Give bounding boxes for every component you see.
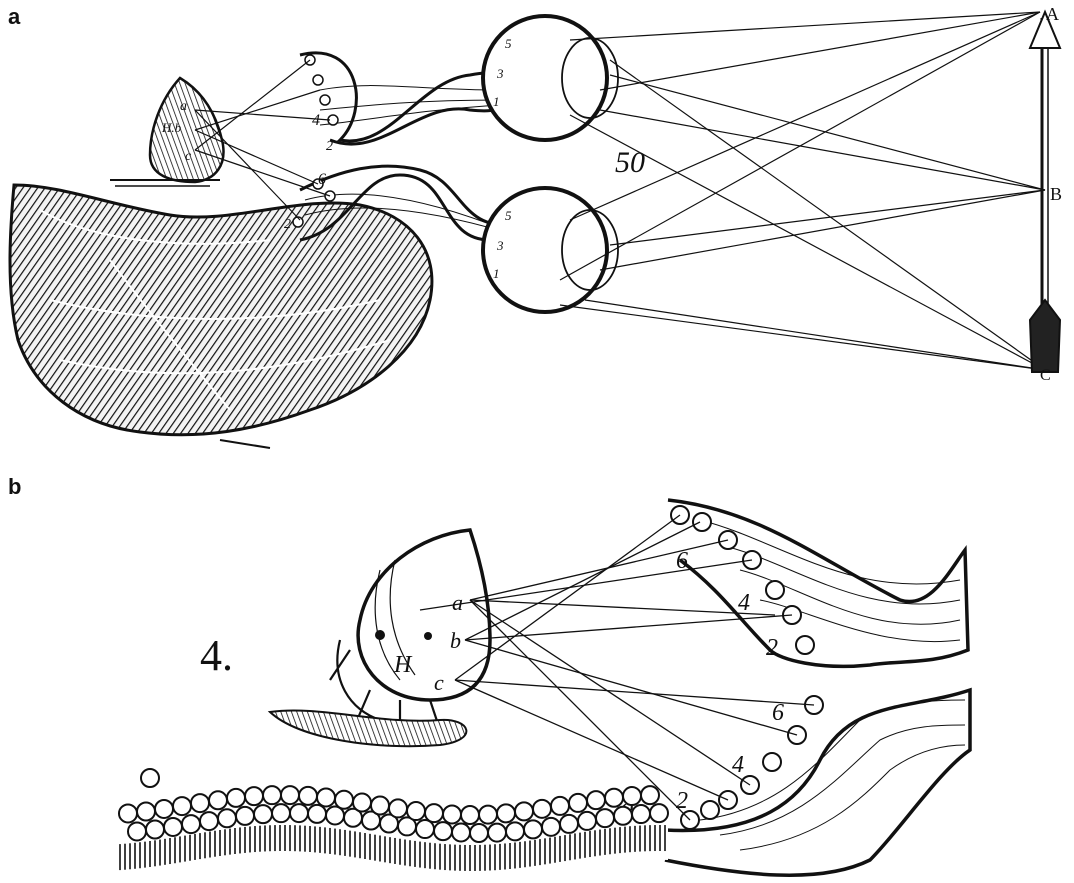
brain-cell: [182, 815, 200, 833]
brain-cell: [461, 806, 479, 824]
brain-cell: [290, 804, 308, 822]
brain-cell: [641, 786, 659, 804]
brain-cell: [119, 804, 137, 822]
brain-cell: [578, 812, 596, 830]
eye-number-5-lower: 5: [505, 208, 512, 223]
brain-cell: [245, 787, 263, 805]
brain-cell: [452, 823, 470, 841]
gland-dot: [375, 630, 385, 640]
brain-cell: [560, 815, 578, 833]
brain-cell: [263, 786, 281, 804]
brain-cell: [605, 789, 623, 807]
brain-cell: [371, 797, 389, 815]
brain-cell: [479, 806, 497, 824]
brain-cell: [542, 818, 560, 836]
gland-dot-2: [424, 632, 432, 640]
figure-number-a: 50: [615, 146, 645, 179]
brain-cell: [227, 789, 245, 807]
brain-cell: [389, 799, 407, 817]
lower-nerve-number-2-b: 2: [676, 788, 688, 814]
brain-cell: [443, 805, 461, 823]
brain-cell: [596, 809, 614, 827]
optic-nerve-upper-b: 6 4 2: [668, 500, 968, 666]
brain-cell: [425, 804, 443, 822]
brain-cell: [155, 800, 173, 818]
brain-cell: [497, 804, 515, 822]
nerve-number-4: 4: [312, 112, 320, 129]
brain-cell: [470, 824, 488, 842]
brain-cell: [551, 797, 569, 815]
eye-upper: 5 3 1: [483, 16, 618, 140]
pineal-gland-a: a H.b c: [110, 78, 223, 186]
gland-point-c: c: [185, 149, 192, 164]
gland-point-a-b: a: [452, 590, 463, 615]
brain-cell: [434, 822, 452, 840]
brain-cell: [587, 791, 605, 809]
brain-cell: [533, 800, 551, 818]
gland-point-a: a: [180, 99, 187, 114]
brain-cell-row: [118, 769, 668, 871]
lower-nerve-number-2: 2: [284, 217, 291, 232]
brain-cell: [317, 788, 335, 806]
figure-number-b: 4.: [200, 631, 233, 680]
brain-cell: [191, 794, 209, 812]
brain-cell: [506, 822, 524, 840]
upper-nerve-number-4: 4: [738, 590, 750, 616]
gland-label: H.b: [161, 120, 182, 135]
brain-cell: [254, 805, 272, 823]
brain-cell: [164, 818, 182, 836]
brain-cell: [569, 794, 587, 812]
brain-cell: [308, 805, 326, 823]
brain-cell: [515, 802, 533, 820]
brain-cell: [200, 812, 218, 830]
brain-cell: [353, 794, 371, 812]
brain-cell: [650, 804, 668, 822]
eye-number-1-lower: 1: [493, 266, 500, 281]
brain-cell: [281, 786, 299, 804]
eye-number-3: 3: [496, 66, 504, 81]
pineal-gland-b: a H b c: [270, 530, 490, 746]
optic-nerve-lower-b: 6 4 2 8: [622, 690, 970, 875]
brain-cell: [524, 820, 542, 838]
brain-cell: [173, 797, 191, 815]
lower-nerve-number-6: 6: [318, 171, 326, 188]
gland-point-c-b: c: [434, 670, 444, 695]
brain-cell: [236, 807, 254, 825]
eye-number-5: 5: [505, 36, 512, 51]
optic-nerve-upper: 4 2: [300, 53, 505, 154]
brain-cell: [218, 809, 236, 827]
point-C: C: [1040, 367, 1051, 384]
eye-lower: 5 3 1: [483, 188, 618, 312]
brain-cell: [335, 791, 353, 809]
brain-cell: [272, 804, 290, 822]
eye-number-1: 1: [493, 94, 500, 109]
gland-label-b: H: [393, 652, 413, 678]
brain-cell: [407, 802, 425, 820]
light-rays: [560, 12, 1045, 370]
lower-nerve-number-6-b: 6: [772, 700, 784, 726]
brain-cell: [614, 807, 632, 825]
gland-point-b-b: b: [450, 628, 461, 653]
point-B: B: [1050, 184, 1062, 204]
brain-cell: [299, 787, 317, 805]
nerve-number-2: 2: [326, 139, 333, 154]
brain-cell: [623, 787, 641, 805]
brain-cell: [632, 805, 650, 823]
brain-cell: [209, 791, 227, 809]
brain-cell: [488, 824, 506, 842]
brain-cell: [137, 803, 155, 821]
brain-cell: [128, 822, 146, 840]
point-A: A: [1046, 4, 1059, 24]
brain-mass: [10, 185, 432, 448]
brain-cell: [141, 769, 159, 787]
panel-b: 4. a H b c: [118, 500, 970, 875]
upper-nerve-number-2: 2: [766, 635, 778, 661]
eye-number-3-lower: 3: [496, 238, 504, 253]
panel-a: a H.b c 4 2 6 2: [10, 4, 1062, 448]
brain-cell: [146, 821, 164, 839]
